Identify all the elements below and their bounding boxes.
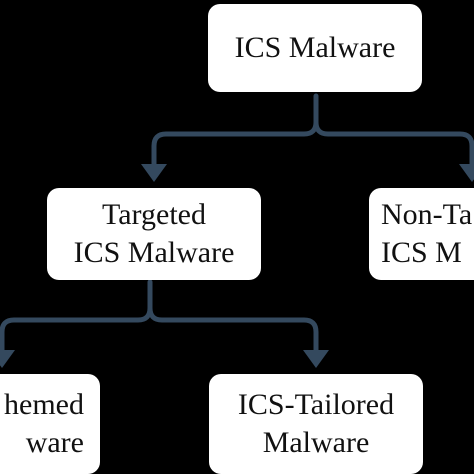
node-ics-malware: ICS Malware <box>208 4 422 92</box>
edge-targeted-to-themed <box>0 279 153 353</box>
node-themed-line2: ware <box>25 426 84 459</box>
arrowhead-ics-tailored <box>303 350 329 368</box>
node-targeted-ics-malware: Targeted ICS Malware <box>47 188 261 280</box>
arrowhead-themed <box>0 350 15 368</box>
node-targeted-line1: Targeted <box>102 198 206 231</box>
node-themed-line1: hemed <box>4 388 84 421</box>
arrowhead-non-targeted <box>459 164 474 182</box>
node-ics-tailored-malware: ICS-Tailored Malware <box>209 374 423 474</box>
edge-root-to-targeted <box>151 93 319 171</box>
edge-targeted-to-ics-tailored <box>147 305 319 353</box>
node-ics-tailored-line1: ICS-Tailored <box>237 388 395 421</box>
node-targeted-line2: ICS Malware <box>73 236 235 269</box>
node-non-targeted-ics-malware: Non-Ta ICS M <box>369 188 474 280</box>
node-ics-malware-label: ICS Malware <box>234 31 396 64</box>
node-non-targeted-line2: ICS M <box>381 236 462 269</box>
edge-root-to-non-targeted <box>313 119 474 171</box>
arrowhead-targeted <box>141 164 167 182</box>
node-ics-tailored-line2: Malware <box>262 426 370 459</box>
node-non-targeted-line1: Non-Ta <box>381 198 473 231</box>
node-themed-malware: hemed ware <box>0 374 100 474</box>
